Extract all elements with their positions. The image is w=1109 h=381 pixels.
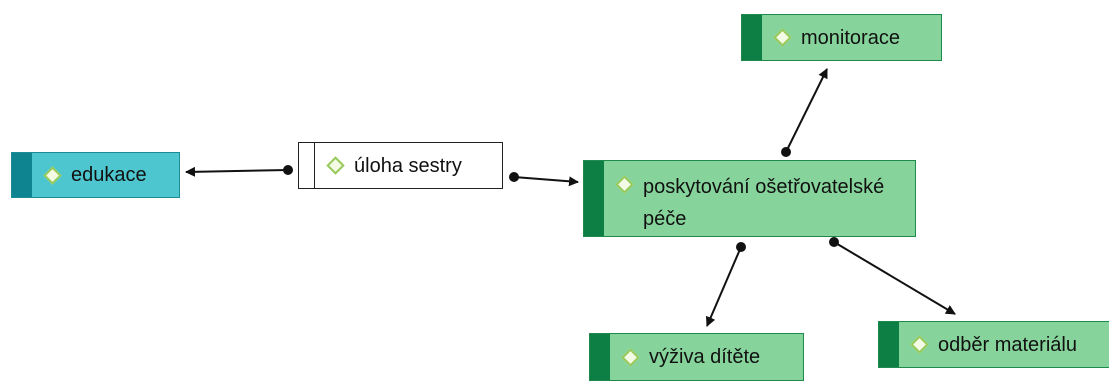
node-stripe <box>299 143 315 188</box>
connector-uloha-edukace[interactable] <box>185 165 293 177</box>
node-label-odber-materialu: odběr materiálu <box>938 333 1077 356</box>
diamond-icon <box>326 156 345 175</box>
diamond-icon <box>621 347 640 367</box>
node-label-poskytovani: poskytování ošetřovatelské péče <box>643 176 885 230</box>
node-edukace[interactable]: edukace <box>11 152 180 198</box>
diamond-icon <box>910 335 929 354</box>
connector-uloha-poskytovani[interactable] <box>509 172 579 187</box>
connector-start-dot <box>829 237 839 247</box>
connector-start-dot <box>283 165 293 175</box>
connector-start-dot <box>781 147 791 157</box>
diamond-icon <box>43 165 62 185</box>
diamond-icon <box>615 175 634 194</box>
node-label-vyziva-ditete: výživa dítěte <box>649 346 761 368</box>
connector-start-dot <box>509 172 519 182</box>
node-stripe <box>12 153 32 197</box>
node-vyziva-ditete[interactable]: výživa dítěte <box>589 333 804 381</box>
node-stripe <box>879 322 899 367</box>
node-monitorace[interactable]: monitorace <box>741 14 942 61</box>
connector-start-dot <box>736 242 746 252</box>
connector-poskytovani-odber[interactable] <box>829 237 956 315</box>
node-uloha-sestry[interactable]: úloha sestry <box>298 142 503 189</box>
node-label-monitorace: monitorace <box>801 26 900 49</box>
node-label-uloha-sestry: úloha sestry <box>354 154 462 177</box>
connector-poskytovani-monitorace[interactable] <box>781 68 828 157</box>
node-odber-materialu[interactable]: odběr materiálu <box>878 321 1109 368</box>
node-stripe <box>742 15 762 60</box>
node-label-edukace: edukace <box>71 164 147 186</box>
node-poskytovani-osetrovatelske-pece[interactable]: poskytování ošetřovatelské péče <box>583 160 916 237</box>
connector-poskytovani-vyziva[interactable] <box>705 242 746 327</box>
node-stripe <box>584 161 604 236</box>
node-stripe <box>590 334 610 380</box>
diamond-icon <box>773 28 792 47</box>
